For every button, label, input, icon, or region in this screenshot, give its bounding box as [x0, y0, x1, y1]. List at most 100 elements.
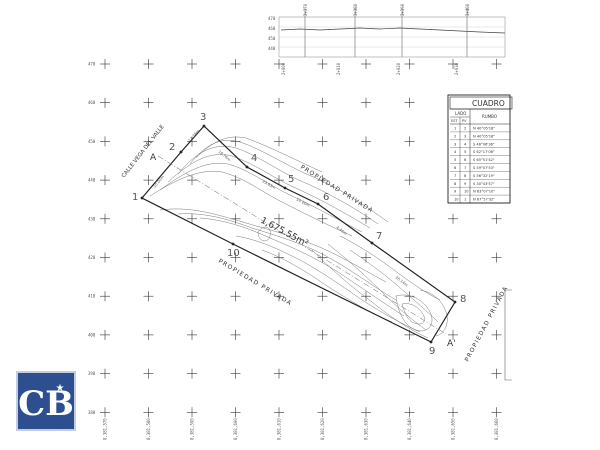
table-subheader-est: EST [451, 119, 458, 123]
profile-station-label: 3+370 [303, 3, 308, 16]
grid-x-tick-label: 8,381,580 [146, 418, 151, 440]
grid-cross [274, 329, 284, 340]
table-cell-pv: 3 [464, 134, 466, 138]
grid-cross [274, 407, 284, 418]
table-cell-rumbo: N 40°05'18" [473, 134, 495, 138]
grid-cross [448, 59, 458, 69]
table-cell-est: 3 [454, 142, 456, 146]
grid-cross [491, 213, 502, 224]
table-cell-pv: 1 [464, 198, 466, 202]
profile-station-label: 3+400 [465, 3, 470, 16]
right-edge-bracket [504, 289, 512, 381]
table-cell-pv: 8 [464, 174, 467, 178]
grid-cross [187, 175, 197, 186]
vertex-marker [202, 124, 206, 128]
table-subheader-pv: PV [462, 119, 467, 123]
grid-cross [100, 407, 110, 418]
table-cell-rumbo: S 62°17'06" [473, 150, 495, 154]
grid-cross [404, 213, 415, 224]
segment-length-label: 23.63m [262, 179, 277, 191]
table-title: CUADRO [472, 99, 505, 108]
vertex-label: 2 [169, 142, 175, 153]
grid-cross [187, 252, 197, 263]
grid-cross [100, 175, 110, 186]
grid-cross [274, 97, 284, 108]
grid-y-tick-label: 390 [88, 371, 96, 376]
terrain-profile-line [280, 27, 506, 34]
grid-cross [100, 213, 110, 224]
grid-cross [187, 213, 197, 224]
grid-cross [230, 291, 241, 302]
table-cell-pv: 2 [464, 127, 466, 131]
grid-cross [100, 329, 110, 340]
grid-cross [143, 291, 154, 302]
grid-cross [230, 252, 241, 263]
grid-cross [448, 213, 458, 224]
vertex-marker [453, 300, 457, 304]
table-cell-pv: 6 [464, 158, 467, 162]
grid-cross [230, 368, 241, 379]
vertex-marker [316, 202, 320, 206]
table-cell-pv: 7 [464, 166, 466, 170]
table-cell-pv: 4 [464, 142, 467, 146]
grid-cross [404, 407, 415, 418]
grid-y-tick-label: 410 [88, 294, 96, 299]
grid-y-tick-label: 450 [88, 139, 96, 144]
neighbor-label-right: PROPIEDAD PRIVADA [464, 285, 510, 363]
grid-cross [274, 213, 284, 224]
grid-y-tick-label: 460 [88, 100, 96, 105]
grid-cross [361, 291, 371, 302]
grid-cross [404, 368, 415, 379]
vertex-marker [283, 186, 287, 190]
section-line [157, 155, 447, 335]
grid-cross [187, 97, 197, 108]
grid-cross [448, 329, 458, 340]
grid-cross [100, 368, 110, 379]
table-cell-rumbo: N 67°57'32" [473, 198, 495, 202]
street-label: CALLE VEGA DEL VALLE [121, 124, 166, 180]
table-cell-rumbo: N 63°07'10" [473, 190, 495, 194]
grid-x-tick-label: 8,381,660 [494, 418, 499, 440]
grid-cross [187, 291, 197, 302]
star-icon: ★ [56, 383, 65, 394]
grid-x-tick-label: 8,381,620 [320, 418, 325, 440]
grid-cross [404, 59, 415, 69]
cb-monogram-icon: CB ★ [18, 383, 74, 424]
grid-cross [187, 407, 197, 418]
grid-cross [143, 252, 154, 263]
grid-y-tick-label: 430 [88, 216, 96, 221]
table-cell-est: 1 [454, 127, 456, 131]
table-cell-pv: 5 [464, 150, 466, 154]
grid-cross [404, 252, 415, 263]
grid-cross [187, 59, 197, 69]
table-cell-est: 10 [454, 198, 459, 202]
grid-cross [361, 136, 371, 147]
vertex-label: 8 [460, 294, 466, 305]
segment-length-label: 13.38m [187, 128, 201, 142]
grid-cross [317, 175, 328, 186]
grid-cross [100, 97, 110, 108]
grid-cross [187, 368, 197, 379]
table-row: 10 1 N 67°57'32" [450, 198, 510, 204]
table-cell-est: 9 [454, 190, 457, 194]
grid-y-tick-label: 400 [88, 332, 96, 337]
grid-cross [404, 136, 415, 147]
grid-cross [317, 59, 328, 69]
profile-y-tick-label: 460 [268, 26, 276, 31]
vertex-marker [140, 196, 144, 200]
vertex-marker [231, 242, 235, 246]
grid-cross [143, 175, 154, 186]
vertex-label: 4 [251, 153, 257, 164]
vertex-label: 9 [429, 346, 435, 357]
grid-x-tick-label: 8,381,570 [103, 418, 108, 440]
vertex-label: 7 [376, 231, 382, 242]
